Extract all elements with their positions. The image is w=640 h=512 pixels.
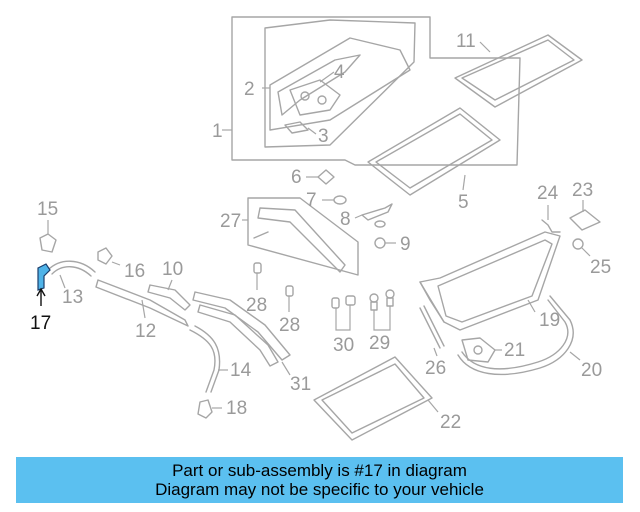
callout-24: 24 <box>537 183 559 204</box>
part-16-fitting <box>97 247 121 266</box>
banner-line-1: Part or sub-assembly is #17 in diagram <box>172 461 467 480</box>
part-7-washer <box>322 195 347 205</box>
callout-15: 15 <box>37 199 58 220</box>
part-4-mechanism <box>289 71 341 116</box>
part-27-frame <box>242 197 359 276</box>
part-31-rail <box>192 291 291 376</box>
callout-5: 5 <box>458 192 469 213</box>
callout-25: 25 <box>590 257 611 278</box>
part-21-latch <box>461 337 502 363</box>
part-14-hose <box>189 325 228 393</box>
callout-27: 27 <box>220 211 241 232</box>
callout-12: 12 <box>135 321 156 342</box>
part-28b-clip <box>285 285 294 312</box>
callout-28b: 28 <box>279 315 300 336</box>
callout-30: 30 <box>333 335 354 356</box>
part-10-strip <box>147 279 191 311</box>
part-17-highlighted <box>36 263 51 306</box>
part-19-rear-window <box>419 231 561 331</box>
part-22-glass <box>313 356 439 441</box>
part-23-bracket <box>569 200 601 231</box>
callout-28a: 28 <box>246 295 267 316</box>
callout-14: 14 <box>230 360 252 381</box>
callout-13: 13 <box>62 287 83 308</box>
part-13-hose <box>47 260 96 289</box>
part-24-clip <box>541 205 561 233</box>
callout-21: 21 <box>504 340 525 361</box>
callout-1: 1 <box>212 121 223 142</box>
part-8-bolts <box>354 203 393 228</box>
part-20-seal <box>457 295 581 376</box>
callout-7: 7 <box>306 190 317 211</box>
part-1-roof-assembly <box>222 16 521 166</box>
part-29-bolts <box>369 289 395 331</box>
callout-20: 20 <box>581 360 602 381</box>
callout-2: 2 <box>244 79 255 100</box>
callout-29: 29 <box>369 333 390 354</box>
callout-6: 6 <box>291 167 302 188</box>
callout-11: 11 <box>456 31 476 52</box>
part-15-fitting <box>39 220 57 253</box>
callout-26: 26 <box>425 358 446 379</box>
callout-3: 3 <box>318 126 329 147</box>
part-5-glass <box>367 107 501 196</box>
callout-8: 8 <box>340 209 351 230</box>
part-25-fastener <box>572 238 591 257</box>
callout-18: 18 <box>226 398 247 419</box>
callout-labels: 1 2 3 4 5 6 7 8 9 10 11 12 13 14 15 16 1… <box>30 31 611 433</box>
callout-10: 10 <box>162 259 183 280</box>
banner-line-2: Diagram may not be specific to your vehi… <box>155 480 484 499</box>
part-11-glass <box>454 34 583 108</box>
part-12-molding <box>95 279 189 327</box>
part-30-clips <box>331 295 356 331</box>
part-18-fitting <box>197 399 222 419</box>
part-3-bracket <box>284 121 317 135</box>
callout-22: 22 <box>440 412 461 433</box>
callout-4: 4 <box>334 62 345 83</box>
callout-16: 16 <box>124 261 145 282</box>
callout-19: 19 <box>539 310 560 331</box>
callout-17: 17 <box>30 313 51 334</box>
part-9-screw <box>374 237 396 249</box>
part-26-rod <box>419 305 445 357</box>
part-6-clip <box>306 169 335 185</box>
callout-31: 31 <box>290 374 311 395</box>
part-2-roof-panel <box>262 37 411 131</box>
callout-9: 9 <box>400 234 411 255</box>
part-28a-clip <box>253 262 262 290</box>
info-banner: Part or sub-assembly is #17 in diagram D… <box>16 457 623 503</box>
callout-23: 23 <box>572 180 593 201</box>
